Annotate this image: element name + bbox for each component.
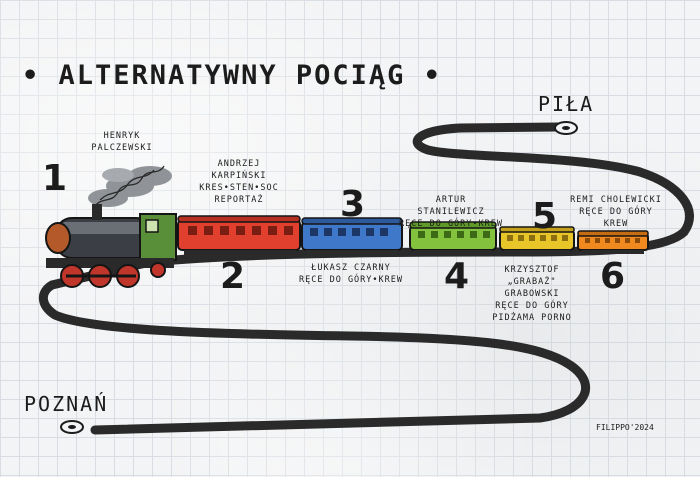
carriage-blue xyxy=(301,217,403,255)
carriage-5-number: 5 xyxy=(532,196,559,237)
carriage-orange xyxy=(577,230,649,254)
carriage-yellow xyxy=(499,226,575,254)
carriage-3-number: 3 xyxy=(340,184,367,225)
carriage-6-number: 6 xyxy=(600,256,627,297)
station-end-label: PIŁA xyxy=(538,92,595,116)
carriage-2-line: ANDRZEJ xyxy=(217,159,261,169)
carriage-4-line: ARTUR xyxy=(435,195,467,205)
carriage-5-line: PIDŻAMA PORNO xyxy=(492,313,572,323)
smoke-plume xyxy=(88,166,172,207)
carriage-4-number: 4 xyxy=(444,256,471,297)
page-title: • ALTERNATYWNY POCIĄG • xyxy=(22,60,442,91)
carriage-5-line: KRZYSZTOF xyxy=(504,265,560,275)
carriage-1-line: HENRYK xyxy=(103,131,141,141)
carriage-red xyxy=(177,215,301,255)
carriage-4-label: ARTUR STANILEWICZ RĘCE DO GÓRY•KREW xyxy=(396,194,506,230)
carriage-1-line: PALCZEWSKI xyxy=(91,143,153,153)
carriage-green xyxy=(409,221,497,255)
station-marker-end xyxy=(554,121,578,135)
locomotive xyxy=(45,204,177,288)
carriage-5-line: GRABOWSKI xyxy=(504,289,560,299)
carriage-6-line: RĘCE DO GÓRY xyxy=(579,207,653,217)
carriage-3-line: ŁUKASZ CZARNY xyxy=(311,263,391,273)
carriage-2-line: REPORTAŻ xyxy=(214,195,264,205)
station-marker-start xyxy=(60,420,84,434)
smoke-scribble xyxy=(93,165,165,209)
carriage-2-number: 2 xyxy=(220,256,247,297)
carriage-2-label: ANDRZEJ KARPIŃSKI KRES•STEN•SOC REPORTAŻ xyxy=(194,158,284,206)
carriage-5-line: RĘCE DO GÓRY xyxy=(495,301,569,311)
carriage-6-line: KREW xyxy=(603,219,629,229)
carriage-1-label: HENRYK PALCZEWSKI xyxy=(78,130,166,154)
carriage-2-line: KRES•STEN•SOC xyxy=(199,183,279,193)
carriage-6-label: REMI CHOLEWICKI RĘCE DO GÓRY KREW xyxy=(566,194,666,230)
station-start-label: POZNAŃ xyxy=(24,392,109,416)
railway-track xyxy=(38,122,694,435)
carriage-2-line: KARPIŃSKI xyxy=(211,171,267,181)
artist-signature: FILIPPO'2024 xyxy=(596,423,654,432)
carriage-4-line: STANILEWICZ xyxy=(417,207,485,217)
carriage-5-line: „GRABAŻ" xyxy=(507,277,557,287)
carriage-5-label: KRZYSZTOF „GRABAŻ" GRABOWSKI RĘCE DO GÓR… xyxy=(484,264,580,324)
carriage-4-line: RĘCE DO GÓRY•KREW xyxy=(399,219,503,229)
carriage-1-number: 1 xyxy=(42,158,69,199)
carriage-6-line: REMI CHOLEWICKI xyxy=(570,195,662,205)
carriage-3-line: RĘCE DO GÓRY•KREW xyxy=(299,275,403,285)
carriage-3-label: ŁUKASZ CZARNY RĘCE DO GÓRY•KREW xyxy=(296,262,406,286)
